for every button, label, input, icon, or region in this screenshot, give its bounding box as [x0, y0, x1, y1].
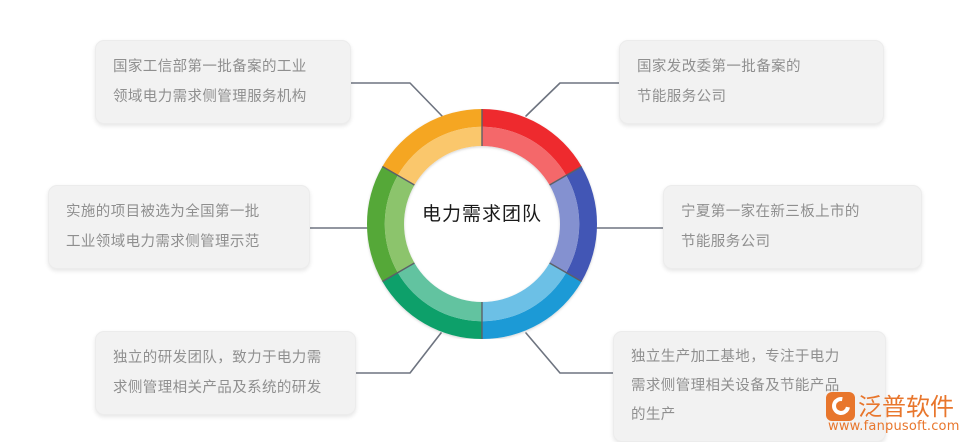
watermark-url: www.fanpusoft.com — [828, 419, 960, 434]
donut-divider-6 — [382, 165, 415, 186]
donut-chart-svg — [367, 109, 597, 339]
donut-segment-inner-3[interactable] — [482, 263, 567, 322]
callout-middle-left[interactable]: 实施的项目被选为全国第一批 工业领域电力需求侧管理示范 — [48, 185, 310, 269]
donut-segment-inner-4[interactable] — [397, 263, 482, 322]
donut-segment-outer-1[interactable] — [482, 109, 582, 176]
fanpu-logo-icon — [826, 392, 855, 421]
donut-segment-outer-2[interactable] — [566, 166, 597, 282]
callout-middle-right[interactable]: 宁夏第一家在新三板上市的 节能服务公司 — [663, 185, 922, 269]
donut-divider-2 — [549, 165, 582, 186]
donut-center-label: 电力需求团队 — [421, 203, 542, 225]
callout-top-right[interactable]: 国家发改委第一批备案的 节能服务公司 — [619, 40, 884, 124]
watermark-row: 泛普软件 — [826, 392, 961, 421]
donut-segment-outer-5[interactable] — [367, 166, 398, 282]
donut-segment-outer-6[interactable] — [382, 109, 482, 176]
callout-bottom-right[interactable]: 独立生产加工基地，专注于电力 需求侧管理相关设备及节能产品 的生产 — [613, 331, 886, 442]
watermark-logo: 泛普软件 www.fanpusoft.com — [826, 392, 961, 437]
donut-divider-5 — [382, 262, 415, 283]
callout-bottom-left[interactable]: 独立的研发团队，致力于电力需 求侧管理相关产品及系统的研发 — [95, 331, 356, 415]
donut-segment-outer-4[interactable] — [382, 272, 482, 339]
callout-top-left[interactable]: 国家工信部第一批备案的工业 领域电力需求侧管理服务机构 — [95, 40, 351, 124]
donut-segment-outer-3[interactable] — [482, 272, 582, 339]
donut-segment-inner-6[interactable] — [397, 126, 482, 185]
donut-segment-inner-2[interactable] — [549, 175, 580, 273]
donut-divider-3 — [549, 262, 582, 283]
watermark-brand: 泛普软件 — [858, 392, 954, 421]
donut-chart — [367, 109, 597, 339]
donut-segment-inner-5[interactable] — [384, 175, 415, 273]
donut-segment-inner-1[interactable] — [482, 126, 567, 185]
